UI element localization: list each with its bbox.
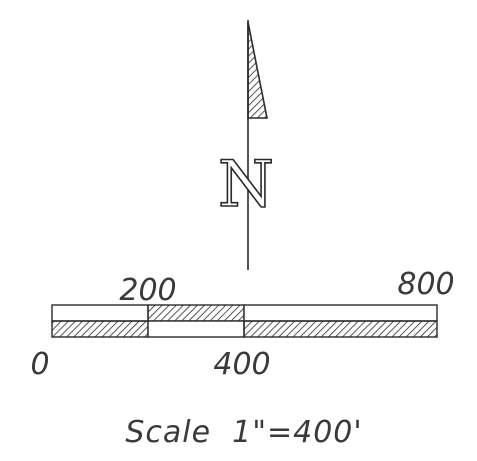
north-letter: N bbox=[218, 148, 274, 222]
scale-bar-lower-left bbox=[51, 320, 149, 338]
scale-label-200: 200 bbox=[119, 273, 176, 308]
scale-bar-lower-middle bbox=[147, 320, 245, 338]
scale-bar-lower-right bbox=[243, 320, 438, 338]
scale-caption: Scale 1"=400' bbox=[125, 415, 362, 450]
north-arrow: N bbox=[217, 20, 275, 270]
north-arrow-icon bbox=[247, 21, 268, 119]
scale-label-400: 400 bbox=[213, 347, 270, 382]
scale-label-800: 800 bbox=[397, 267, 454, 302]
scale-bar bbox=[51, 304, 438, 338]
scale-bar-upper-right bbox=[243, 304, 438, 322]
scale-label-0: 0 bbox=[30, 347, 49, 382]
